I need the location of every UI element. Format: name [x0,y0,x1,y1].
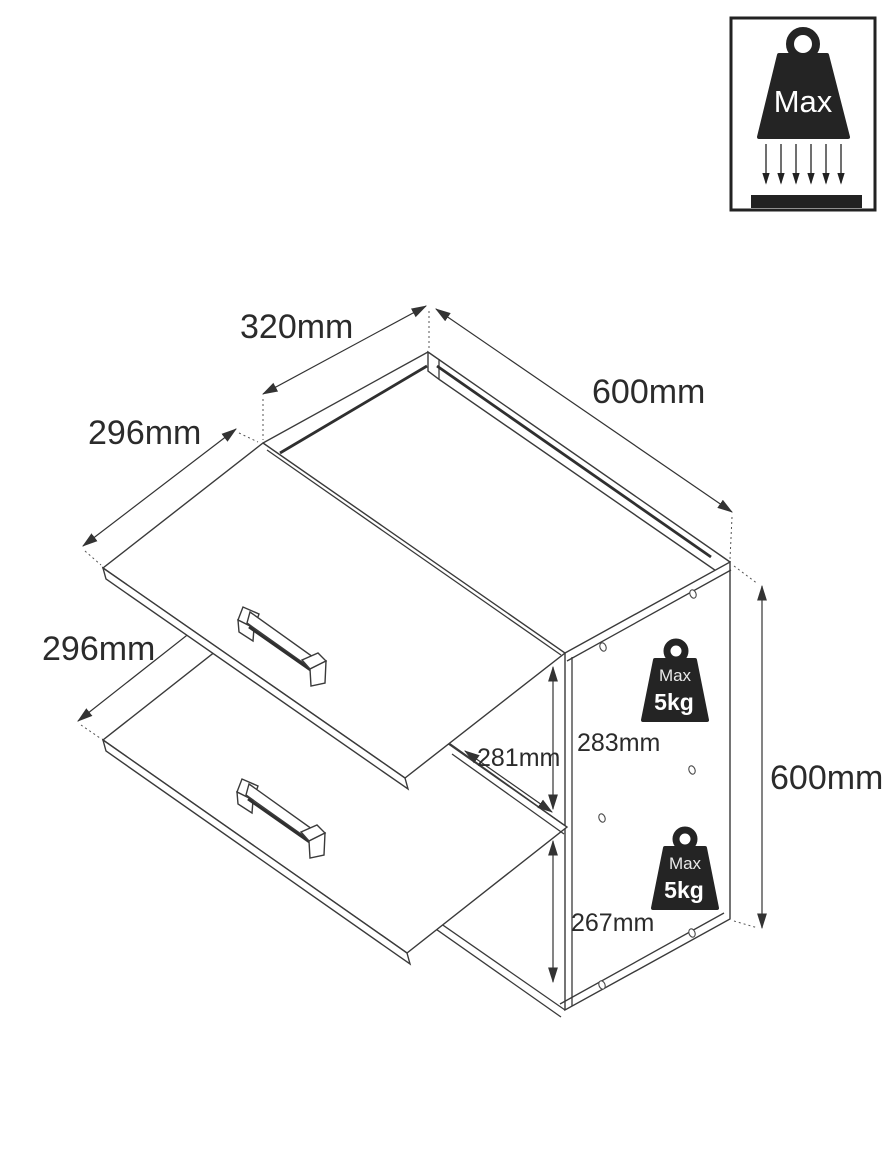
door-handle-upper [237,606,328,687]
dim-label-interior-lower: 267mm [571,909,654,937]
screw-holes [598,589,697,990]
dim-label-depth-top: 320mm [240,308,353,346]
max-weight-icon: Max [757,27,850,139]
shelf-bar-icon [751,195,862,208]
max-load-badge: Max [729,16,877,212]
pressure-arrows [762,144,845,185]
cabinet-side-panel: Max 5kg Max 5kg [559,560,732,1012]
dimension-width-600 [435,308,733,560]
weight-upper-value: 5kg [654,689,694,715]
weight-icon-upper: Max 5kg [641,638,709,722]
door-handle-lower [236,778,327,859]
dim-label-door-upper: 296mm [88,414,201,452]
weight-lower-value: 5kg [664,877,704,903]
dimension-door-upper-296 [82,428,259,566]
dim-label-door-lower: 296mm [42,630,155,668]
dim-label-opening: 281mm [477,744,560,772]
weight-lower-max-label: Max [669,854,702,873]
dim-label-width-top: 600mm [592,373,705,411]
badge-max-label: Max [774,84,833,119]
weight-upper-max-label: Max [659,666,692,685]
cabinet-top-left-edge [262,351,429,455]
dimension-depth-320 [262,305,430,440]
dimension-opening-281 [464,750,553,813]
weight-icon-lower: Max 5kg [651,826,719,910]
dim-label-height-right: 600mm [770,759,883,797]
dimension-height-600 [733,565,767,930]
dim-label-interior-upper: 283mm [577,729,660,757]
